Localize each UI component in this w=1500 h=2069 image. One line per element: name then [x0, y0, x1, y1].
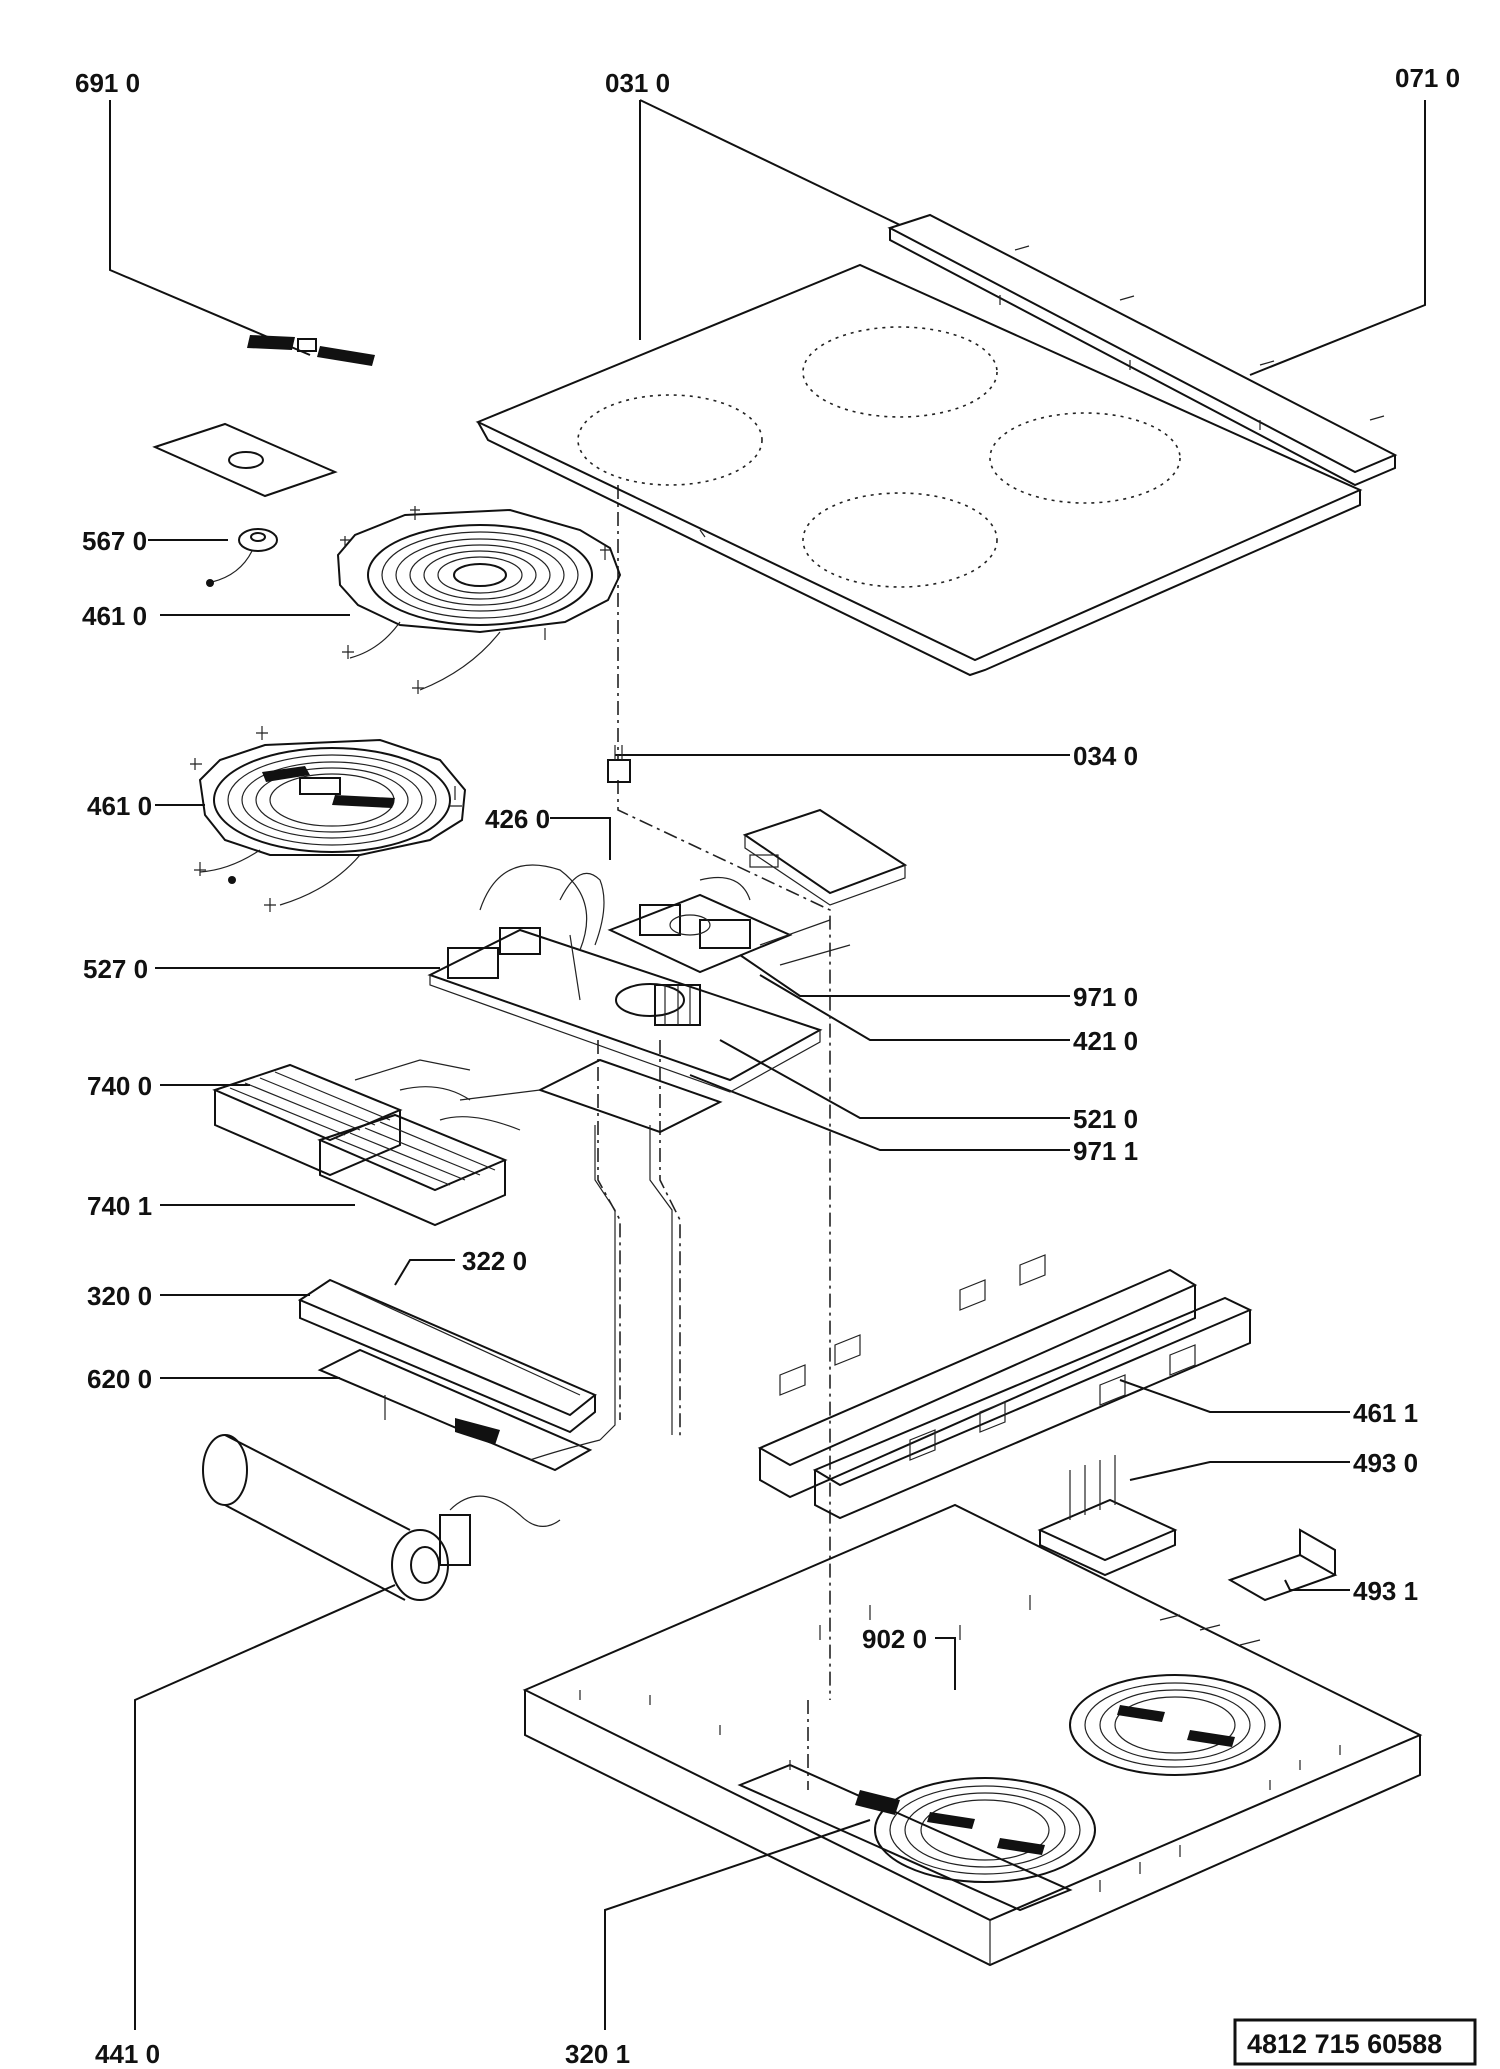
- decal-strip: [247, 335, 375, 366]
- heat-sink-wiring: [354, 1059, 541, 1101]
- electronics-board: [427, 864, 851, 1134]
- flex-cable: [594, 1125, 673, 1441]
- label-461-0-second: 461 0: [87, 791, 152, 821]
- bracket: [607, 745, 631, 783]
- terminal-block: [1037, 1455, 1178, 1577]
- temperature-sensor: [206, 528, 278, 587]
- label-441-0: 441 0: [95, 2039, 160, 2069]
- label-740-1: 740 1: [87, 1191, 152, 1221]
- label-031-0: 031 0: [605, 68, 670, 98]
- label-320-1: 320 1: [565, 2039, 630, 2069]
- part-labels: 691 0 031 0 071 0 567 0 461 0 461 0 034 …: [75, 63, 1460, 2069]
- label-493-1: 493 1: [1353, 1576, 1418, 1606]
- label-461-0-top: 461 0: [82, 601, 147, 631]
- cooling-fan: [202, 1434, 561, 1601]
- induction-coil-second: [190, 726, 467, 912]
- label-691-0: 691 0: [75, 68, 140, 98]
- fan-cover: [317, 1348, 601, 1472]
- label-461-1: 461 1: [1353, 1398, 1418, 1428]
- rear-trim-strip: [887, 213, 1398, 487]
- label-320-0: 320 0: [87, 1281, 152, 1311]
- label-426-0: 426 0: [485, 804, 550, 834]
- label-521-0: 521 0: [1073, 1104, 1138, 1134]
- label-322-0: 322 0: [462, 1246, 527, 1276]
- label-902-0: 902 0: [862, 1624, 927, 1654]
- label-071-0: 071 0: [1395, 63, 1460, 93]
- document-number: 4812 715 60588: [1247, 2029, 1442, 2059]
- label-620-0: 620 0: [87, 1364, 152, 1394]
- label-567-0: 567 0: [82, 526, 147, 556]
- shield-plate: [742, 808, 908, 906]
- label-971-0: 971 0: [1073, 982, 1138, 1012]
- ceramic-glass-hob: [475, 263, 1363, 677]
- document-number-box: 4812 715 60588: [1233, 2018, 1477, 2066]
- label-421-0: 421 0: [1073, 1026, 1138, 1056]
- label-034-0: 034 0: [1073, 741, 1138, 771]
- base-tray: [522, 1503, 1423, 1967]
- cover-plate: [152, 422, 338, 498]
- heat-sink-upper: [212, 1063, 403, 1177]
- terminal-cover: [1227, 1528, 1338, 1602]
- induction-coil-top: [336, 506, 622, 694]
- label-740-0: 740 0: [87, 1071, 152, 1101]
- control-bracket-rail: [757, 1254, 1253, 1520]
- label-493-0: 493 0: [1353, 1448, 1418, 1478]
- heat-sink-lower: [317, 1113, 521, 1227]
- assembly-lines: [597, 485, 831, 1790]
- air-duct: [297, 1278, 597, 1434]
- label-527-0: 527 0: [83, 954, 148, 984]
- leader-lines: [109, 99, 1426, 2030]
- label-971-1: 971 1: [1073, 1136, 1138, 1166]
